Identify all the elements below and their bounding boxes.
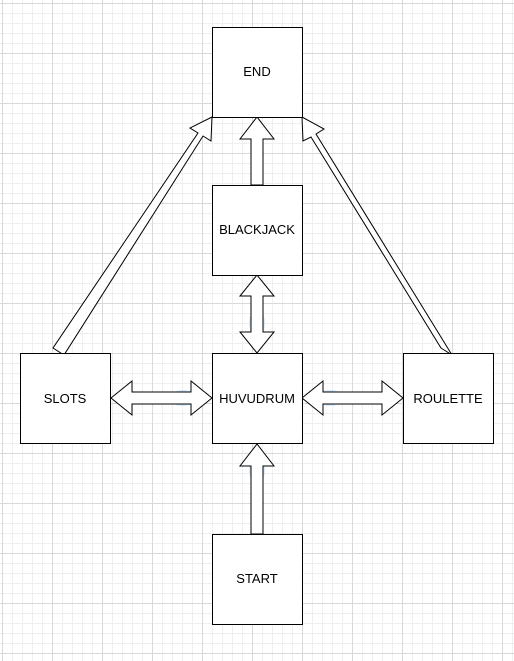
node-huvudrum-label: HUVUDRUM: [219, 391, 295, 406]
node-slots[interactable]: SLOTS: [20, 353, 111, 444]
edge-blackjack-to-end[interactable]: [238, 116, 276, 186]
node-blackjack[interactable]: BLACKJACK: [212, 185, 303, 276]
node-start[interactable]: START: [212, 534, 303, 625]
node-roulette-label: ROULETTE: [413, 391, 483, 406]
edge-roulette-to-end[interactable]: [301, 116, 453, 356]
node-end-label: END: [243, 64, 270, 79]
edge-huvudrum-roulette[interactable]: [301, 379, 404, 417]
node-end[interactable]: END: [212, 27, 303, 118]
edge-slots-to-end[interactable]: [52, 116, 213, 356]
edge-slots-huvudrum[interactable]: [110, 379, 213, 417]
node-start-label: START: [236, 571, 277, 586]
node-roulette[interactable]: ROULETTE: [403, 353, 494, 444]
edge-huvudrum-blackjack[interactable]: [238, 274, 276, 354]
node-blackjack-label: BLACKJACK: [219, 222, 295, 237]
node-huvudrum[interactable]: HUVUDRUM: [212, 353, 303, 444]
node-slots-label: SLOTS: [44, 391, 87, 406]
edge-start-to-huvudrum[interactable]: [238, 443, 276, 535]
